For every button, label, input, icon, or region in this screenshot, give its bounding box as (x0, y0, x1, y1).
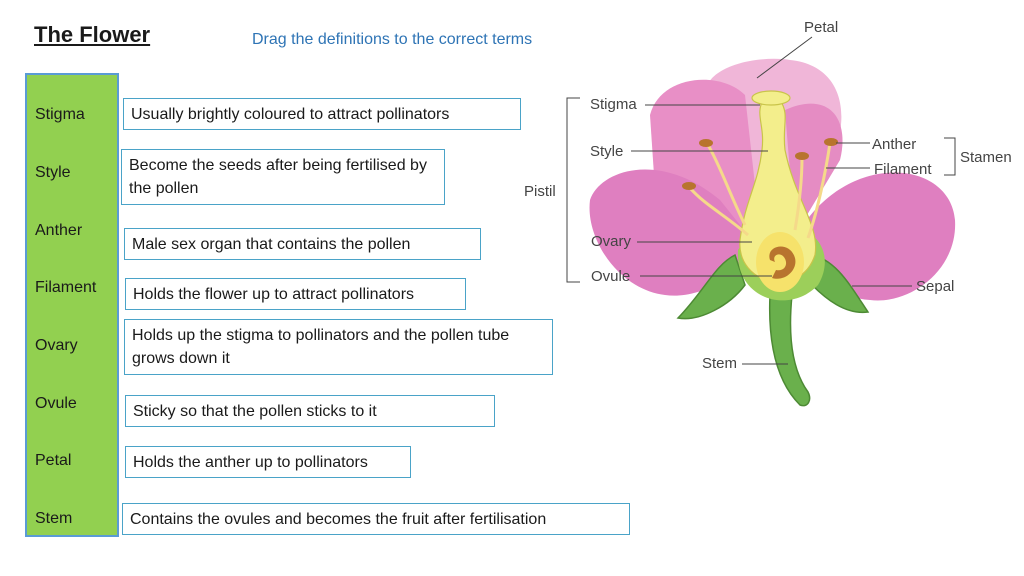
anther-right-2 (824, 138, 838, 146)
term-style[interactable]: Style (35, 164, 71, 181)
definition-card-8[interactable]: Contains the ovules and becomes the frui… (122, 503, 630, 535)
anther-left (699, 139, 713, 147)
label-pistil: Pistil (524, 183, 556, 200)
stigma-shape (751, 90, 791, 106)
term-filament[interactable]: Filament (35, 279, 97, 296)
term-petal[interactable]: Petal (35, 452, 72, 469)
sepal-left (676, 253, 746, 320)
label-anther: Anther (872, 136, 916, 153)
term-ovary[interactable]: Ovary (35, 337, 78, 354)
stem-shape (768, 294, 811, 407)
label-ovary: Ovary (591, 233, 632, 250)
flower-diagram: Petal Stigma Style Pistil Ovary Ovule An… (524, 19, 1012, 407)
label-stigma: Stigma (590, 96, 637, 113)
sepal-right (809, 254, 870, 314)
instruction-text: Drag the definitions to the correct term… (252, 31, 533, 48)
definition-card-1[interactable]: Usually brightly coloured to attract pol… (123, 98, 521, 130)
term-ovule[interactable]: Ovule (35, 395, 77, 412)
definition-card-7[interactable]: Holds the anther up to pollinators (125, 446, 411, 478)
definition-card-2[interactable]: Become the seeds after being fertilised … (121, 149, 445, 205)
anther-right (795, 152, 809, 160)
label-ovule: Ovule (591, 268, 630, 285)
petal-left (589, 169, 760, 296)
ovule-shape (769, 246, 796, 279)
filament-right-2 (806, 142, 832, 239)
definition-card-6[interactable]: Sticky so that the pollen sticks to it (125, 395, 495, 427)
label-petal: Petal (804, 19, 838, 36)
term-stigma[interactable]: Stigma (35, 106, 85, 123)
term-anther[interactable]: Anther (35, 222, 83, 239)
label-style: Style (590, 143, 623, 160)
petal-right (800, 172, 956, 301)
label-filament: Filament (874, 161, 932, 178)
definition-card-3[interactable]: Male sex organ that contains the pollen (124, 228, 481, 260)
ovary-shape (756, 232, 804, 292)
filament-right (793, 157, 804, 231)
anther-left-2 (682, 182, 696, 190)
definition-card-5[interactable]: Holds up the stigma to pollinators and t… (124, 319, 553, 375)
term-stem[interactable]: Stem (35, 510, 73, 527)
page-title: The Flower (34, 22, 151, 47)
filament-left-2 (688, 187, 749, 237)
label-sepal: Sepal (916, 278, 954, 295)
terms-panel: Stigma Style Anther Filament Ovary Ovule… (25, 73, 119, 537)
label-stamen: Stamen (960, 149, 1012, 166)
label-stem: Stem (702, 355, 737, 372)
definition-card-4[interactable]: Holds the flower up to attract pollinato… (125, 278, 466, 310)
